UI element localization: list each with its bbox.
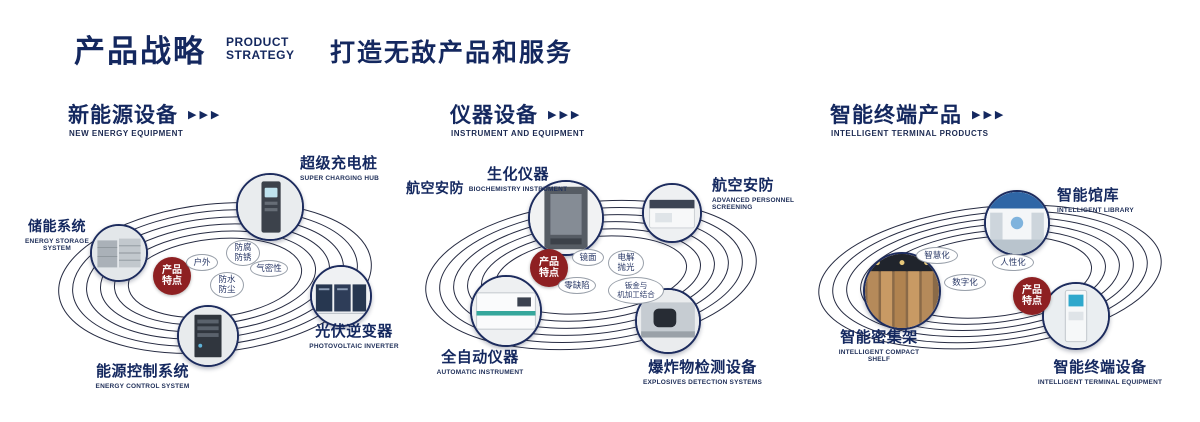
product-label-biochemistry: 生化仪器 BIOCHEMISTRY INSTRUMENT <box>468 166 568 193</box>
page-title: 产品战略 <box>74 34 206 69</box>
feature-bubble: 电解 抛光 <box>608 250 644 276</box>
product-label-personnel-screening: 航空安防 ADVANCED PERSONNEL SCREENING <box>712 177 795 211</box>
chevron-arrows-icon: ▶▶▶ <box>188 108 223 121</box>
product-features-badge: 产品 特点 <box>153 257 191 295</box>
label-aviation-security: 航空安防 <box>406 180 464 196</box>
biochemistry-instrument-photo <box>528 180 604 256</box>
product-label-terminal-equipment: 智能终端设备 INTELLIGENT TERMINAL EQUIPMENT <box>1037 359 1163 386</box>
section-title-new-energy: 新能源设备 ▶▶▶ <box>68 104 223 127</box>
product-label-energy-storage: 储能系统 ENERGY STORAGE SYSTEM <box>25 218 89 252</box>
product-label-compact-shelf: 智能密集架 INTELLIGENT COMPACT SHELF <box>838 329 920 363</box>
energy-control-photo <box>177 305 239 367</box>
personnel-screening-photo <box>642 183 702 243</box>
section-subtitle-intelligent-terminal: INTELLIGENT TERMINAL PRODUCTS <box>831 129 989 138</box>
product-label-explosives-detection: 爆炸物检测设备 EXPLOSIVES DETECTION SYSTEMS <box>642 359 762 386</box>
photovoltaic-inverter-photo <box>310 265 372 327</box>
product-label-automatic-instrument: 全自动仪器 AUTOMATIC INSTRUMENT <box>436 349 524 376</box>
feature-bubble: 人性化 <box>992 254 1034 271</box>
automatic-instrument-photo <box>470 275 542 347</box>
product-label-energy-control: 能源控制系统 ENERGY CONTROL SYSTEM <box>95 363 190 390</box>
feature-bubble: 零缺陷 <box>558 277 596 294</box>
chevron-arrows-icon: ▶▶▶ <box>548 108 583 121</box>
super-charging-hub-photo <box>236 173 304 241</box>
page-title-en-line1: PRODUCT <box>226 35 289 49</box>
product-label-intelligent-library: 智能馆库 INTELLIGENT LIBRARY <box>1057 187 1134 214</box>
chevron-arrows-icon: ▶▶▶ <box>972 108 1007 121</box>
product-label-photovoltaic-inverter: 光伏逆变器 PHOTOVOLTAIC INVERTER <box>309 323 399 350</box>
section-subtitle-new-energy: NEW ENERGY EQUIPMENT <box>69 129 184 138</box>
feature-bubble: 镜面 <box>572 249 604 266</box>
feature-bubble: 钣金与 机加工结合 <box>608 277 664 304</box>
section-title-intelligent-terminal: 智能终端产品 ▶▶▶ <box>830 104 1007 127</box>
product-features-badge: 产品 特点 <box>1013 277 1051 315</box>
feature-bubble: 智慧化 <box>916 247 958 264</box>
product-label-super-charging-hub: 超级充电桩 SUPER CHARGING HUB <box>300 155 380 182</box>
section-title-instruments: 仪器设备 ▶▶▶ <box>450 104 583 127</box>
page-title-en-line2: STRATEGY <box>226 48 295 62</box>
feature-bubble: 数字化 <box>944 274 986 291</box>
feature-bubble: 防水 防尘 <box>210 272 244 298</box>
page-slogan: 打造无敌产品和服务 <box>330 39 574 67</box>
feature-bubble: 户外 <box>186 254 218 271</box>
energy-storage-photo <box>90 224 148 282</box>
section-subtitle-instruments: INSTRUMENT AND EQUIPMENT <box>451 129 585 138</box>
intelligent-compact-shelf-photo <box>863 252 941 330</box>
intelligent-terminal-photo <box>1042 282 1110 350</box>
intelligent-library-photo <box>984 190 1050 256</box>
page-title-en: PRODUCT STRATEGY <box>226 36 294 62</box>
feature-bubble: 气密性 <box>250 260 288 277</box>
